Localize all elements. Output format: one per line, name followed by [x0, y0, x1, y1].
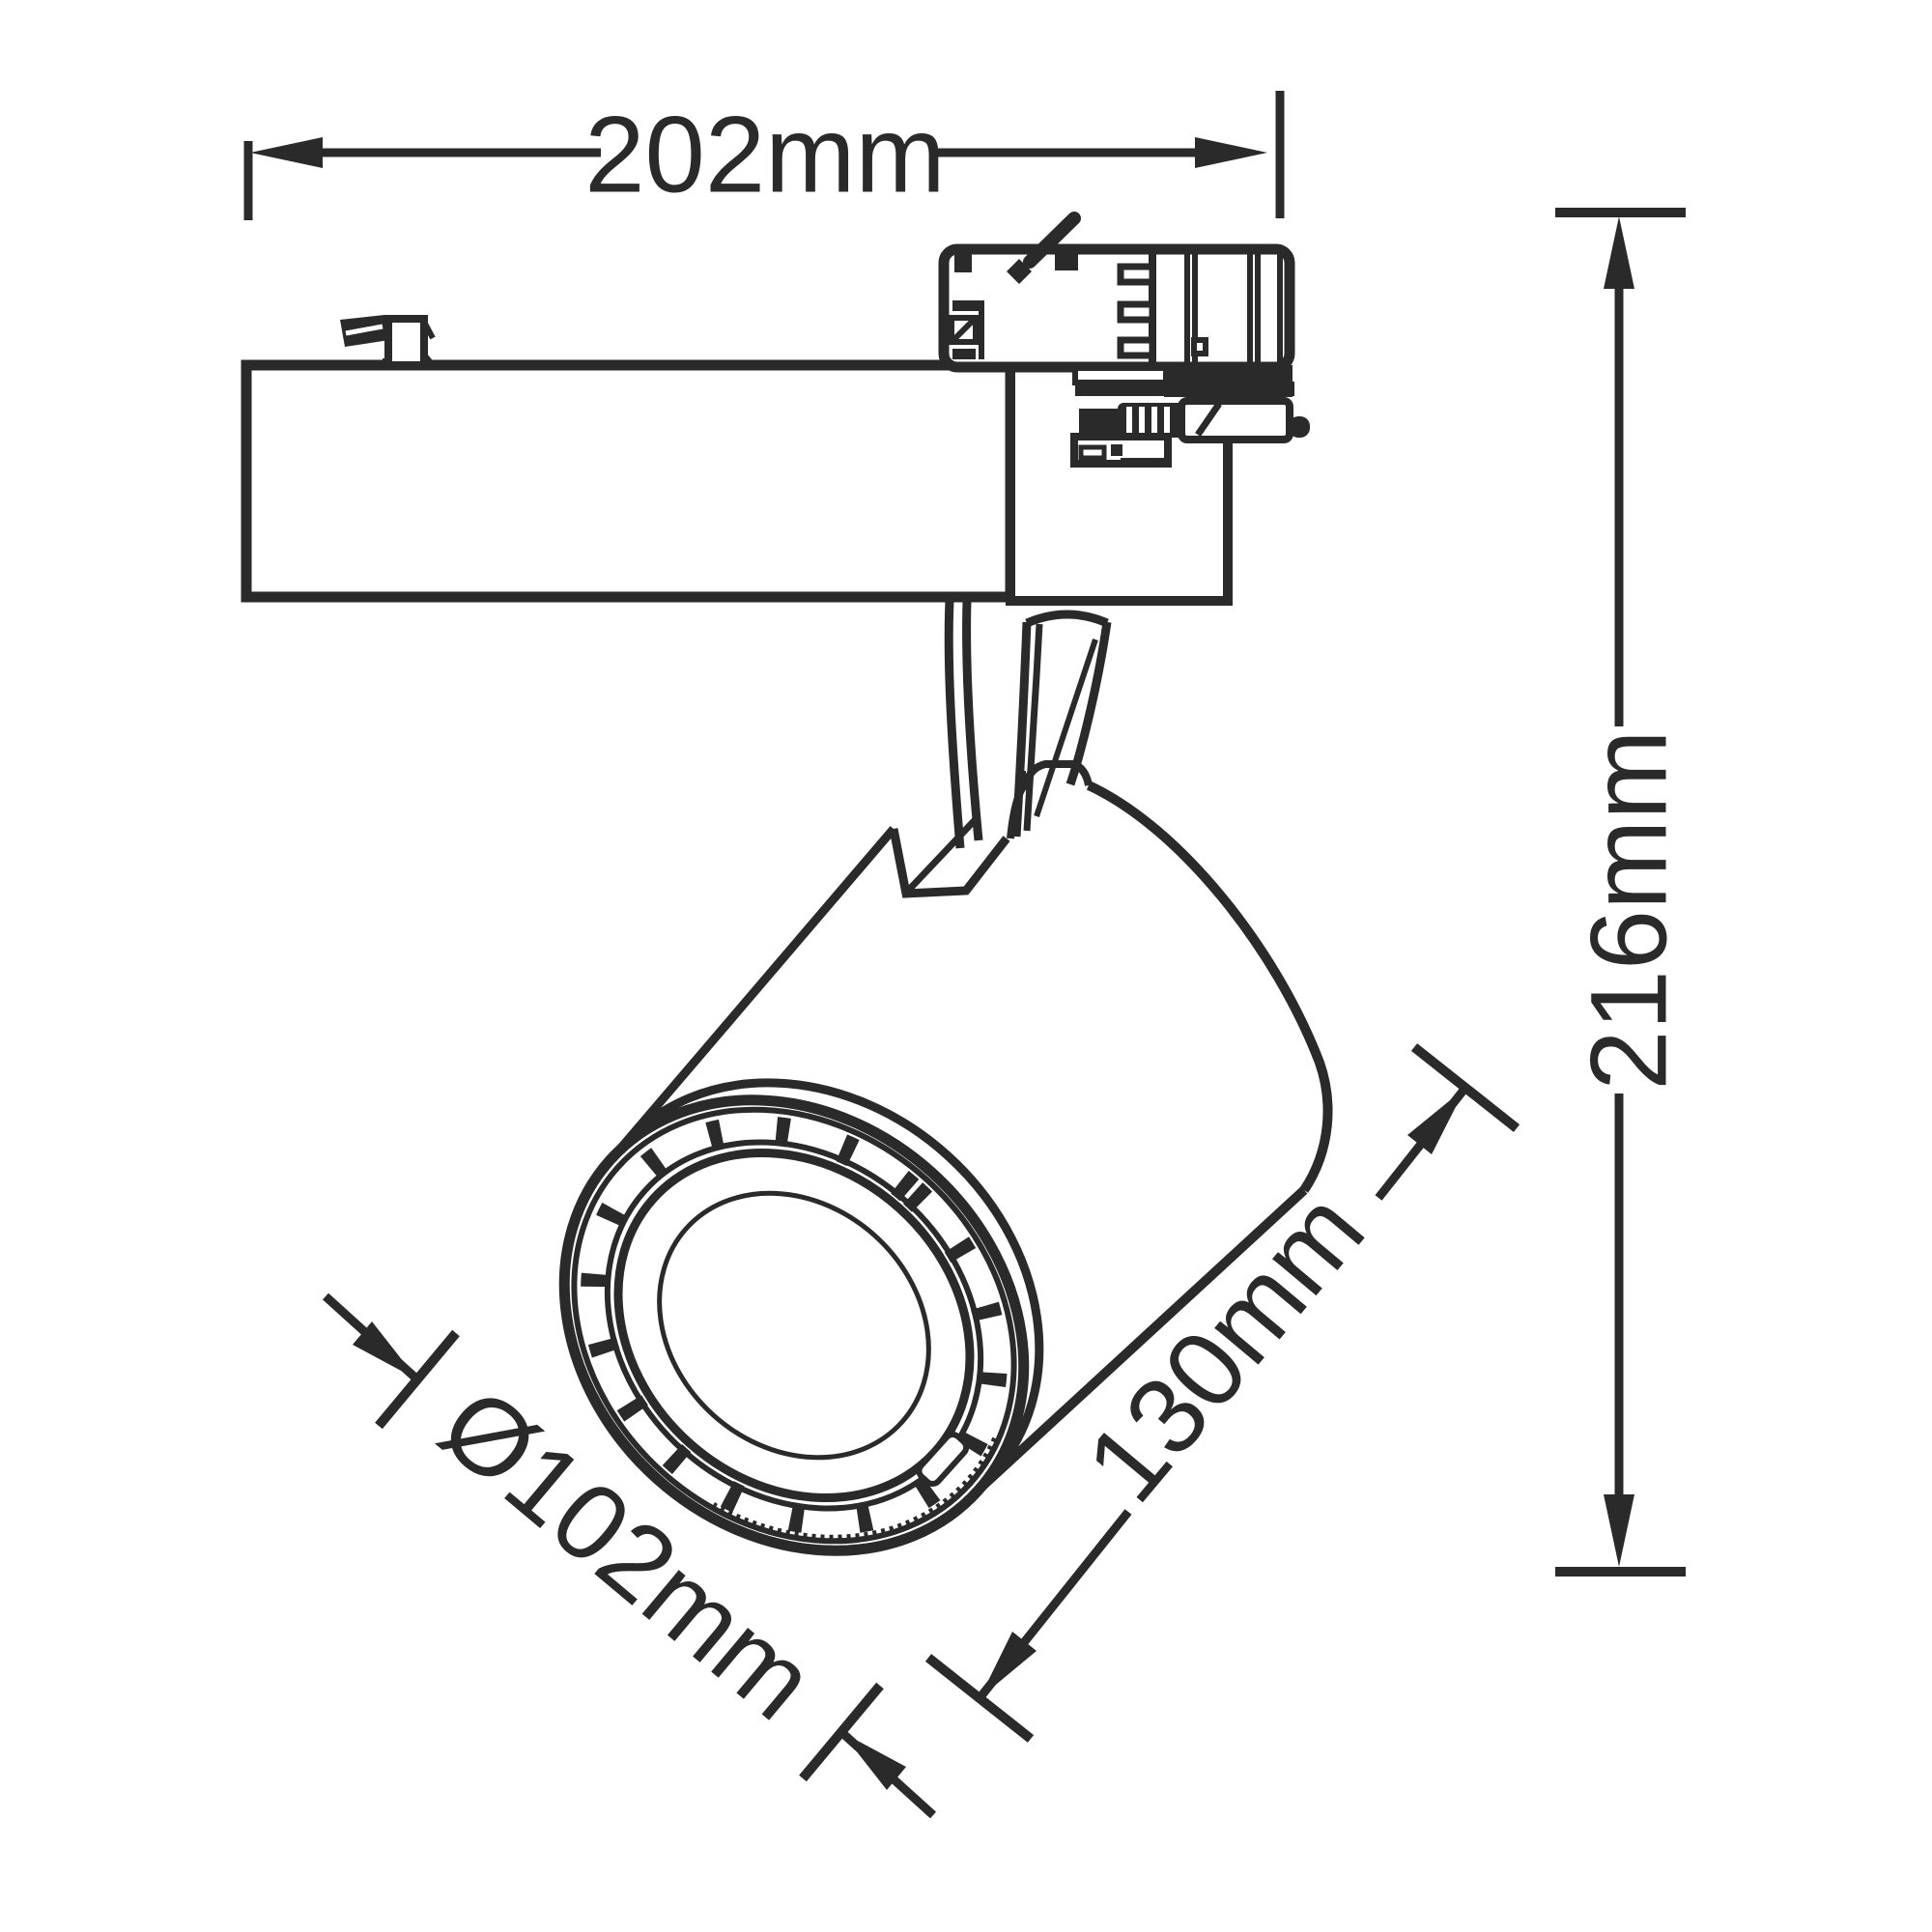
clip-foot-right — [421, 358, 430, 366]
length-arrow-upper — [1407, 1088, 1465, 1154]
cylinder-rear-cap — [1086, 781, 1333, 1193]
knob-slit-1 — [1126, 407, 1132, 434]
height-arrow-up — [1604, 216, 1634, 289]
width-arrow-right — [1195, 137, 1267, 168]
pivot-pin — [1018, 771, 1026, 785]
contact-tooth-2 — [1117, 300, 1156, 324]
right-leg-crease — [1034, 639, 1098, 817]
lock-bar — [1075, 382, 1294, 396]
left-leg-outer — [944, 600, 965, 849]
lens-edge — [657, 1190, 931, 1461]
bracket-hatch-line — [950, 316, 978, 344]
terminal-foot-2 — [1121, 458, 1168, 466]
clip-flag-slit — [345, 324, 384, 336]
diameter-arrow-upper — [353, 1321, 417, 1379]
bracket-bar-bottom — [952, 349, 976, 359]
dimension-width: 202mm — [243, 91, 1285, 220]
cylinder-notch — [889, 828, 1010, 898]
diameter-arrow-lower — [841, 1732, 906, 1790]
cylinder-bottom-silhouette — [974, 1186, 1308, 1494]
adapter-lock-mechanism — [1070, 365, 1310, 468]
adapter-tab-1 — [954, 253, 972, 272]
height-arrow-down — [1604, 1494, 1634, 1567]
clip-foot-left — [383, 358, 391, 366]
terminal-slit — [1078, 444, 1107, 461]
knob-slit-4 — [1164, 407, 1170, 434]
left-leg-inner — [962, 600, 983, 841]
bezel-latch — [916, 1431, 970, 1488]
adapter-box — [938, 243, 1295, 373]
terminal-foot-1 — [1077, 460, 1094, 468]
length-arrow-lower — [980, 1632, 1037, 1698]
width-dimension-label: 202mm — [584, 95, 945, 215]
dimension-height: 216mm — [1555, 208, 1690, 1577]
terminal-square — [1111, 444, 1122, 456]
width-arrow-left — [250, 137, 323, 168]
right-leg-rim — [1025, 610, 1109, 628]
adapter-contacts — [1117, 251, 1283, 364]
cylinder-nub — [1289, 416, 1310, 438]
mounting-rail — [241, 315, 1233, 606]
knob-slit-3 — [1151, 407, 1157, 434]
divider-hook — [1191, 337, 1208, 356]
knob-slit-2 — [1139, 407, 1145, 434]
rail-clip — [340, 315, 436, 369]
knob-flank — [1079, 409, 1118, 433]
contact-tooth-3 — [1117, 336, 1156, 359]
track-adapter — [938, 212, 1310, 468]
adapter-left-bracket — [949, 300, 984, 359]
bezel-slot-separators — [581, 1116, 1008, 1535]
lamp-head-face — [558, 1078, 1044, 1556]
notch-inner-edge — [906, 816, 979, 893]
contact-tooth-1 — [1117, 263, 1156, 286]
clip-loop — [384, 315, 428, 369]
lamp-head-body — [607, 781, 1333, 1494]
adapter-tab-2 — [1055, 254, 1078, 270]
adapter-lever — [1023, 212, 1081, 269]
lock-slot — [1072, 365, 1169, 385]
bracket-bar-top — [952, 300, 981, 311]
length-dimension-label: 130mm — [1063, 1170, 1387, 1523]
cylinder-top-silhouette — [607, 826, 897, 1163]
bezel-serration — [712, 1436, 997, 1539]
yoke-arm — [944, 600, 1112, 849]
lock-cylinder — [1178, 397, 1293, 443]
bezel-second-ring — [571, 1106, 1017, 1545]
rail-body — [241, 359, 1016, 603]
clip-hook-top — [421, 320, 436, 340]
height-dimension-label: 216mm — [1569, 729, 1690, 1090]
right-leg-inner-line — [1023, 623, 1043, 832]
pivot-knuckle — [1007, 760, 1093, 839]
cylinder-slash — [1195, 402, 1222, 437]
